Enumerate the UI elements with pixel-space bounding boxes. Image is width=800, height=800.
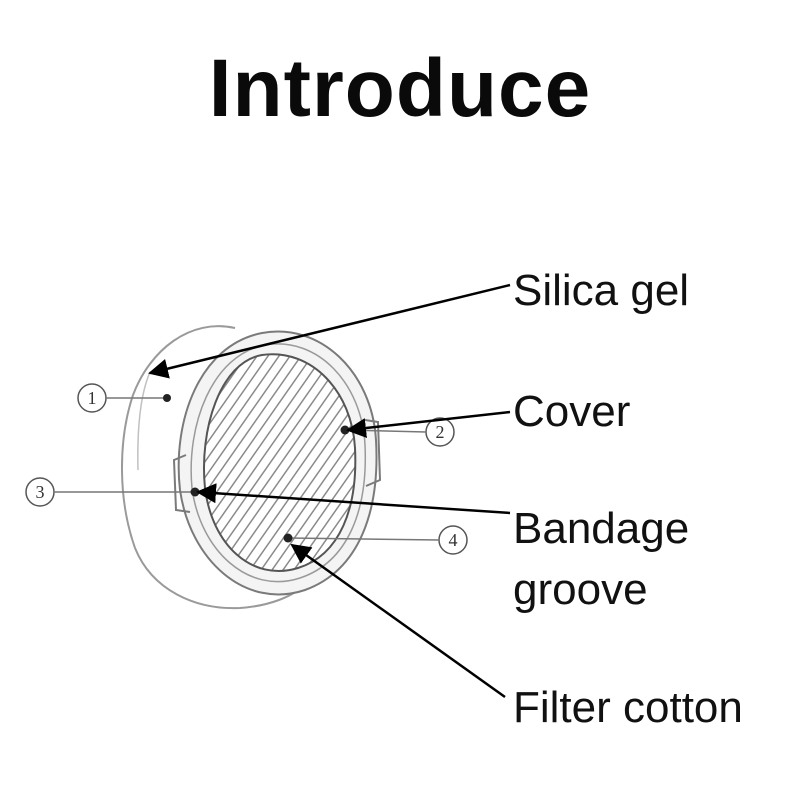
- label-bandage: Bandage: [513, 504, 690, 553]
- label-cover: Cover: [513, 387, 631, 436]
- callout-1: 1: [77, 383, 171, 413]
- silica-gel-arrow: [148, 283, 511, 379]
- callout-2: 2: [340, 417, 455, 447]
- label-filter-cotton: Filter cotton: [513, 683, 743, 732]
- mask-shell: [121, 325, 301, 610]
- filter-cotton-arrow: [290, 543, 506, 699]
- label-groove: groove: [513, 565, 648, 614]
- cover-arrow: [346, 410, 511, 438]
- callout-3: 3: [25, 477, 200, 507]
- label-silica-gel: Silica gel: [513, 266, 690, 315]
- filter-cotton-surface: [203, 353, 357, 572]
- bandage-groove-arrow: [196, 483, 511, 515]
- callout-3-number: 3: [36, 482, 45, 502]
- diagram-title: Introduce: [208, 43, 592, 134]
- callout-1-number: 1: [88, 388, 97, 408]
- callout-4: 4: [283, 525, 468, 555]
- callout-2-number: 2: [436, 422, 445, 442]
- callout-4-number: 4: [449, 530, 458, 550]
